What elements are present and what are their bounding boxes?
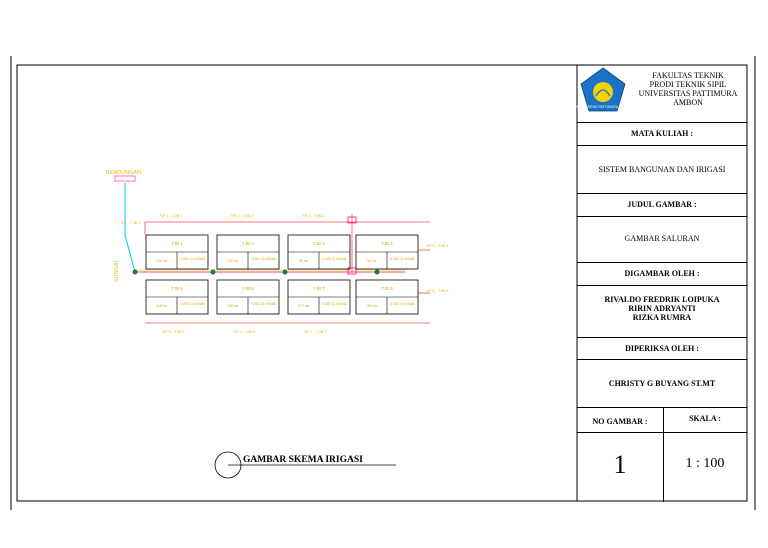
diperiksa-oleh-value-cell: CHRISTY G BUYANG ST.MT bbox=[577, 359, 747, 408]
judul-gambar-value-cell: GAMBAR SALURAN bbox=[577, 216, 747, 263]
bottom-plot-q-4: 0,081 Q m3/dtk bbox=[390, 302, 415, 306]
top-plot-name-4: TJB 4 bbox=[381, 241, 393, 246]
top-plot-q-3: 0,081 Q m3/dtk bbox=[322, 257, 347, 261]
bottom-plot-name-4: TJB 8 bbox=[381, 286, 393, 291]
top-plot-area-4: 95 ha bbox=[367, 259, 376, 263]
label-sp7-tjb7: SP 7 - TJB 7 bbox=[304, 329, 327, 334]
diperiksa-oleh-value: CHRISTY G BUYANG ST.MT bbox=[608, 379, 716, 388]
institution-line-3: UNIVERSITAS PATTIMURA bbox=[638, 89, 738, 98]
no-gambar-label: NO GAMBAR : bbox=[592, 417, 648, 426]
bottom-plot-area-2: 100 ha bbox=[227, 304, 238, 308]
institution-lines: FAKULTAS TEKNIK PRODI TEKNIK SIPIL UNIVE… bbox=[629, 71, 747, 107]
node-1 bbox=[132, 269, 138, 275]
bottom-plot-q-1: 0,081 Q m3/dtk bbox=[180, 302, 205, 306]
top-plot-q-2: 0,081 Q m3/dtk bbox=[251, 257, 276, 261]
top-plot-area-2: 120 ha bbox=[227, 259, 238, 263]
mata-kuliah-value: SISTEM BANGUNAN DAN IRIGASI bbox=[598, 165, 726, 174]
top-plot-q-4: 0,081 Q m3/dtk bbox=[390, 257, 415, 261]
bottom-plot-name-2: TJB 6 bbox=[242, 286, 254, 291]
gate-symbol-main bbox=[347, 267, 357, 275]
judul-gambar-value: GAMBAR SALURAN bbox=[624, 234, 700, 243]
logo-arc-icon bbox=[595, 89, 611, 97]
skala-value: 1 : 100 bbox=[685, 456, 725, 471]
label-sp3-tjb3: SP 3 - TJB 3 bbox=[302, 213, 325, 218]
bottom-plot-area-1: 110 ha bbox=[156, 304, 167, 308]
number-scale-hline bbox=[577, 432, 747, 433]
drawing-caption: GAMBAR SKEMA IRIGASI bbox=[243, 455, 363, 465]
institution-line-1: FAKULTAS TEKNIK bbox=[652, 71, 724, 80]
drawer-name-2: RIRIN ADRYANTI bbox=[628, 304, 696, 313]
bottom-plot-area-3: 377 ha bbox=[298, 304, 309, 308]
drawing-frame bbox=[16, 64, 748, 502]
no-gambar-value: 1 bbox=[613, 450, 627, 479]
university-logo: UNIVERSITAS PATTIMURA AMBON bbox=[574, 67, 632, 112]
sungai-label: SUNGAI bbox=[114, 260, 120, 282]
institution-cell: FAKULTAS TEKNIK PRODI TEKNIK SIPIL UNIVE… bbox=[577, 65, 747, 122]
judul-gambar-label-cell: JUDUL GAMBAR : bbox=[577, 193, 747, 217]
gate-symbol-upper bbox=[347, 216, 357, 224]
bendungan-label: BENDUNGAN bbox=[106, 170, 141, 176]
mata-kuliah-label: MATA KULIAH : bbox=[631, 129, 693, 138]
number-scale-cell: NO GAMBAR : SKALA : 1 1 : 100 bbox=[577, 407, 747, 502]
label-b1-tjb1: B 1 - TJB 1 bbox=[121, 220, 142, 225]
digambar-oleh-names-cell: RIVALDO FREDRIK LOIPUKA RIRIN ADRYANTI R… bbox=[577, 285, 747, 338]
diperiksa-oleh-label-cell: DIPERIKSA OLEH : bbox=[577, 337, 747, 360]
bendungan-symbol bbox=[114, 175, 136, 182]
plots-bottom-group: TJB 5 110 ha 0,081 Q m3/dtk TJB 6 100 ha 0,08… bbox=[145, 279, 419, 315]
mata-kuliah-value-cell: SISTEM BANGUNAN DAN IRIGASI bbox=[577, 145, 747, 194]
skala-label: SKALA : bbox=[689, 414, 721, 423]
logo-text: UNIVERSITAS PATTIMURA AMBON bbox=[574, 105, 632, 109]
digambar-oleh-label: DIGAMBAR OLEH : bbox=[624, 269, 700, 278]
bottom-plot-name-3: TJB 7 bbox=[313, 286, 325, 291]
label-sp1-tjb1: SP 1 - TJB 1 bbox=[160, 213, 183, 218]
bottom-plot-name-1: TJB 5 bbox=[171, 286, 183, 291]
judul-gambar-label: JUDUL GAMBAR : bbox=[627, 200, 697, 209]
plots-top-group: TJB 1 100 ha 0,081 Q m3/dtk TJB 2 120 ha 0,08… bbox=[145, 234, 419, 270]
logo-emblem-icon bbox=[593, 82, 613, 102]
diperiksa-oleh-label: DIPERIKSA OLEH : bbox=[625, 344, 699, 353]
top-plot-name-3: TJB 3 bbox=[313, 241, 325, 246]
digambar-oleh-label-cell: DIGAMBAR OLEH : bbox=[577, 262, 747, 286]
node-4 bbox=[374, 269, 380, 275]
top-plot-q-1: 0,081 Q m3/dtk bbox=[180, 257, 205, 261]
institution-line-4: AMBON bbox=[673, 98, 703, 107]
number-scale-divider bbox=[663, 408, 664, 502]
institution-line-2: PRODI TEKNIK SIPIL bbox=[649, 80, 727, 89]
drawer-name-3: RIZKA RUMRA bbox=[632, 313, 692, 322]
top-plot-area-1: 100 ha bbox=[156, 259, 167, 263]
top-plot-area-3: 90 ha bbox=[299, 259, 308, 263]
top-plot-name-1: TJB 1 bbox=[171, 241, 183, 246]
digambar-oleh-names: RIVALDO FREDRIK LOIPUKA RIRIN ADRYANTI R… bbox=[577, 295, 747, 322]
label-sp4-tjb4: SP 4 - TJB 4 bbox=[426, 243, 449, 248]
bottom-plot-area-4: 100 ha bbox=[366, 304, 377, 308]
top-plot-name-2: TJB 2 bbox=[242, 241, 254, 246]
label-sp8-tjb8: SP 8 - TJB 8 bbox=[426, 288, 449, 293]
label-sp5-tjb5: SP 5 - TJB 5 bbox=[162, 329, 185, 334]
label-sp6-tjb6: SP 6 - TJB 6 bbox=[233, 329, 256, 334]
node-2 bbox=[210, 269, 216, 275]
node-3 bbox=[282, 269, 288, 275]
bottom-plot-q-2: 0,081 Q m3/dtk bbox=[251, 302, 276, 306]
label-sp2-tjb2: SP 2 - TJB 2 bbox=[231, 213, 254, 218]
river-line bbox=[124, 183, 136, 273]
drawer-name-1: RIVALDO FREDRIK LOIPUKA bbox=[604, 295, 720, 304]
bottom-plot-q-3: 0,081 Q m3/dtk bbox=[322, 302, 347, 306]
mata-kuliah-label-cell: MATA KULIAH : bbox=[577, 122, 747, 146]
